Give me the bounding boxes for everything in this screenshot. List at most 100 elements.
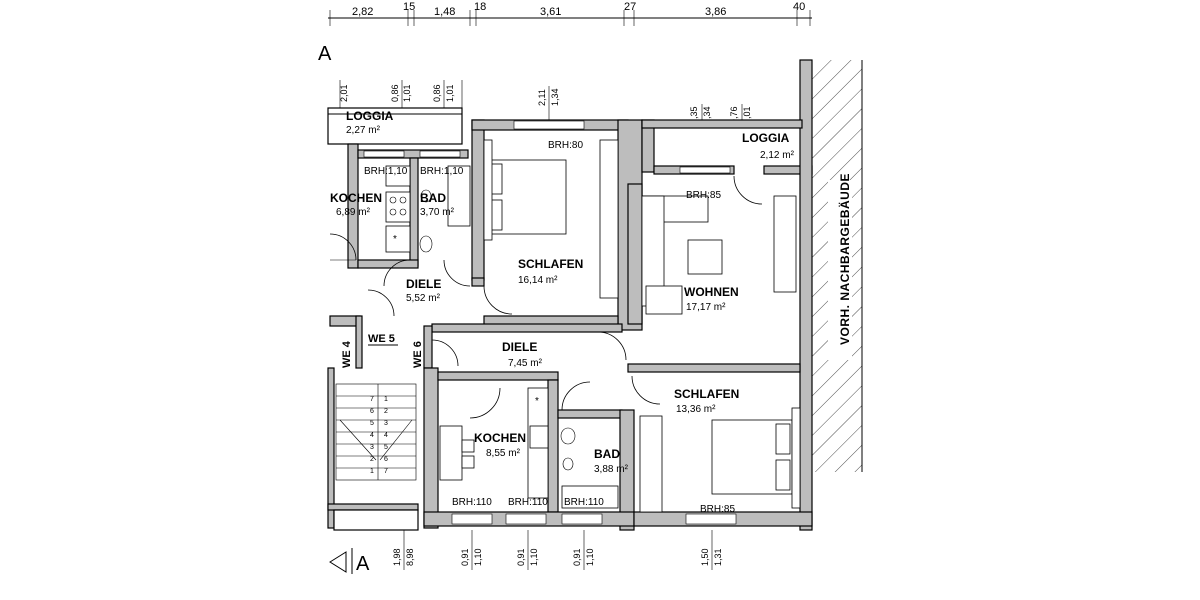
room-name-kochen-bottom: KOCHEN (474, 431, 526, 445)
stair-step-r5: 5 (384, 444, 388, 451)
bottom-dimensions: 1,98 8,98 0,91 1,10 0,91 1,10 0,91 1,10 … (392, 530, 723, 570)
brh-kochen-bottom-2: BRH:110 (508, 497, 548, 508)
brh-bad-top: BRH:1,10 (420, 166, 464, 177)
dim-top-3: 1,48 (434, 6, 455, 18)
room-name-wohnen: WOHNEN (684, 285, 739, 299)
section-mark-bottom: A (356, 553, 370, 575)
stair-step-5: 5 (370, 420, 374, 427)
dim-upper-5a: 1,35 (689, 106, 699, 124)
unit-we4: WE 4 (341, 340, 353, 368)
dim-bottom-5b: 1,31 (713, 548, 723, 566)
stair-step-r7: 7 (384, 468, 388, 475)
room-name-loggia-left: LOGGIA (346, 109, 394, 123)
neighbour-label: VORH. NACHBARGEBÄUDE (837, 173, 852, 345)
dim-bottom-4a: 0,91 (572, 548, 582, 566)
room-area-schlafen-top: 16,14 m² (518, 275, 558, 286)
dim-upper-5b: 1,34 (702, 106, 712, 124)
room-name-schlafen-top: SCHLAFEN (518, 257, 583, 271)
stair-step-4: 4 (370, 432, 374, 439)
room-area-bad-bottom: 3,88 m² (594, 464, 629, 475)
dim-upper-2a: 0,86 (390, 84, 400, 102)
dim-bottom-1b: 8,98 (405, 548, 415, 566)
staircase: 7 6 5 4 3 2 1 1 2 3 4 5 6 7 (335, 383, 417, 481)
cabinet-wohnen (773, 195, 797, 293)
dim-top-2: 15 (403, 1, 415, 13)
dim-bottom-3b: 1,10 (529, 548, 539, 566)
neighbour-building: VORH. NACHBARGEBÄUDE (811, 60, 863, 472)
stair-step-1: 1 (370, 468, 374, 475)
doors (329, 175, 763, 419)
dim-top-5: 3,61 (540, 6, 561, 18)
stair-step-6: 6 (370, 408, 374, 415)
room-area-schlafen-bottom: 13,36 m² (676, 404, 716, 415)
asterisk-bottom: * (535, 396, 539, 407)
top-dimension-chain: 2,82 15 1,48 18 3,61 27 3,86 40 (328, 1, 812, 26)
room-area-wohnen: 17,17 m² (686, 302, 726, 313)
stove-top (385, 191, 411, 223)
dim-top-4: 18 (474, 1, 486, 13)
room-name-kochen-top: KOCHEN (330, 191, 382, 205)
brh-bad-bottom: BRH:110 (564, 497, 604, 508)
dim-top-6: 27 (624, 1, 636, 13)
wardrobe-bottom (639, 415, 663, 513)
dim-upper-3b: 1,01 (445, 84, 455, 102)
brh-labels: BRH:1,10 BRH:1,10 BRH:80 BRH:85 BRH:110 … (364, 140, 735, 515)
room-area-diele-bottom: 7,45 m² (508, 358, 543, 369)
dim-upper-1a: 2,01 (339, 84, 349, 102)
brh-wohnen: BRH:85 (686, 190, 721, 201)
room-labels: LOGGIA 2,27 m² KOCHEN 6,89 m² BAD 3,70 m… (330, 109, 795, 475)
room-name-schlafen-bottom: SCHLAFEN (674, 387, 739, 401)
room-area-diele-top: 5,52 m² (406, 293, 441, 304)
room-name-bad-bottom: BAD (594, 447, 620, 461)
dim-upper-3a: 0,86 (432, 84, 442, 102)
bathtub-bottom (561, 485, 619, 509)
dim-bottom-4b: 1,10 (585, 548, 595, 566)
dim-bottom-1a: 1,98 (392, 548, 402, 566)
upper-dimensions: 2,01 0,86 1,01 0,86 1,01 2,11 1,34 1,35 … (339, 80, 752, 126)
section-marker-bottom: A (329, 548, 370, 575)
room-name-diele-bottom: DIELE (502, 340, 537, 354)
dim-bottom-2a: 0,91 (460, 548, 470, 566)
room-name-bad-top: BAD (420, 191, 446, 205)
room-area-kochen-top: 6,89 m² (336, 207, 371, 218)
dim-upper-4a: 2,11 (537, 89, 547, 106)
unit-labels: WE 5 WE 4 WE 6 (341, 333, 424, 368)
stair-step-r1: 1 (384, 396, 388, 403)
wardrobe-top (599, 139, 619, 299)
section-mark-top: A (318, 43, 332, 65)
room-area-bad-top: 3,70 m² (420, 207, 455, 218)
dim-top-7: 3,86 (705, 6, 726, 18)
stair-step-2: 2 (370, 456, 374, 463)
stair-step-r2: 2 (384, 408, 388, 415)
dim-bottom-5a: 1,50 (700, 548, 710, 566)
dining-table (439, 425, 463, 481)
room-name-diele-top: DIELE (406, 277, 441, 291)
stair-step-7: 7 (370, 396, 374, 403)
brh-kochen-top: BRH:1,10 (364, 166, 408, 177)
unit-we6: WE 6 (412, 341, 424, 368)
brh-schlafen-bottom: BRH:85 (700, 504, 735, 515)
brh-schlafen-top: BRH:80 (548, 140, 583, 151)
coffee-table (687, 239, 723, 275)
bathtub-top (447, 165, 471, 227)
dim-upper-6b: 2,01 (742, 106, 752, 124)
room-name-loggia-right: LOGGIA (742, 131, 790, 145)
dim-upper-4b: 1,34 (550, 88, 560, 106)
stair-step-r6: 6 (384, 456, 388, 463)
room-area-kochen-bottom: 8,55 m² (486, 448, 521, 459)
dim-bottom-3a: 0,91 (516, 548, 526, 566)
dim-top-8: 40 (793, 1, 805, 13)
room-area-loggia-left: 2,27 m² (346, 125, 381, 136)
room-area-loggia-right: 2,12 m² (760, 150, 795, 161)
asterisk-top: * (393, 234, 397, 245)
bottom-windows (363, 120, 737, 525)
dim-upper-2b: 1,01 (402, 84, 412, 102)
unit-we5: WE 5 (368, 333, 395, 345)
furniture: * * (385, 139, 801, 513)
brh-kochen-bottom-1: BRH:110 (452, 497, 492, 508)
stair-step-3: 3 (370, 444, 374, 451)
dim-upper-6a: 0,76 (729, 106, 739, 124)
dim-bottom-2b: 1,10 (473, 548, 483, 566)
dim-top-1: 2,82 (352, 6, 373, 18)
